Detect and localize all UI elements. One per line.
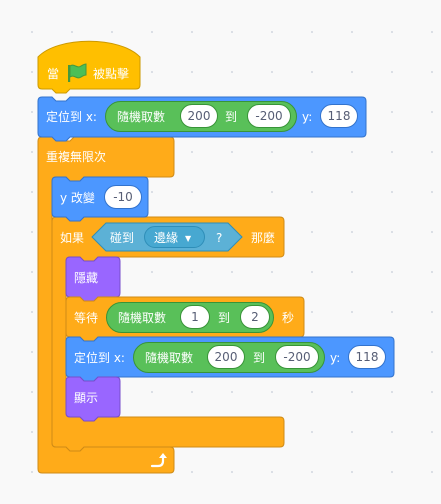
green-flag-icon [68,63,87,82]
random-inner-to-input[interactable]: -200 [275,345,319,369]
clicked-label: 被點擊 [93,67,130,81]
forever-label: 重複無限次 [46,150,107,164]
change-y-label: y 改變 [60,191,95,205]
y-input[interactable]: 118 [320,104,358,128]
wait-label: 等待 [74,311,99,325]
then-label: 那麼 [251,231,276,245]
random-to-label: 到 [225,110,238,124]
if-label: 如果 [60,231,85,245]
loop-arrow-icon [150,453,167,468]
random-inner-to-label: 到 [253,351,266,365]
y-inner-label: y: [330,351,341,365]
when-flag-clicked-block-shape[interactable] [37,40,141,94]
go-to-x-label: 定位到 x: [46,110,97,124]
wait-random-to-input[interactable]: 2 [240,305,270,329]
question-mark-label: ? [216,231,223,245]
random-from-input[interactable]: 200 [180,104,218,128]
change-y-input[interactable]: -10 [104,185,142,209]
dropdown-arrow-icon: ▼ [185,234,192,243]
touching-menu[interactable] [144,226,205,248]
when-label: 當 [47,67,60,81]
random-label: 隨機取數 [117,110,166,124]
y-inner-input[interactable]: 118 [348,345,386,369]
wait-random-from-input[interactable]: 1 [180,305,210,329]
seconds-label: 秒 [282,311,295,325]
go-to-x-inner-label: 定位到 x: [74,351,125,365]
random-inner-label: 隨機取數 [145,351,194,365]
wait-random-label: 隨機取數 [118,311,167,325]
hide-label: 隱藏 [74,271,99,285]
random-inner-from-input[interactable]: 200 [207,345,245,369]
show-label: 顯示 [74,391,99,405]
wait-random-to-label: 到 [218,311,231,325]
y-label: y: [302,110,313,124]
show-block-shape[interactable] [65,376,121,422]
random-to-input[interactable]: -200 [247,104,291,128]
touching-menu-value: 邊緣 [154,231,179,245]
touching-label: 碰到 [110,231,135,245]
